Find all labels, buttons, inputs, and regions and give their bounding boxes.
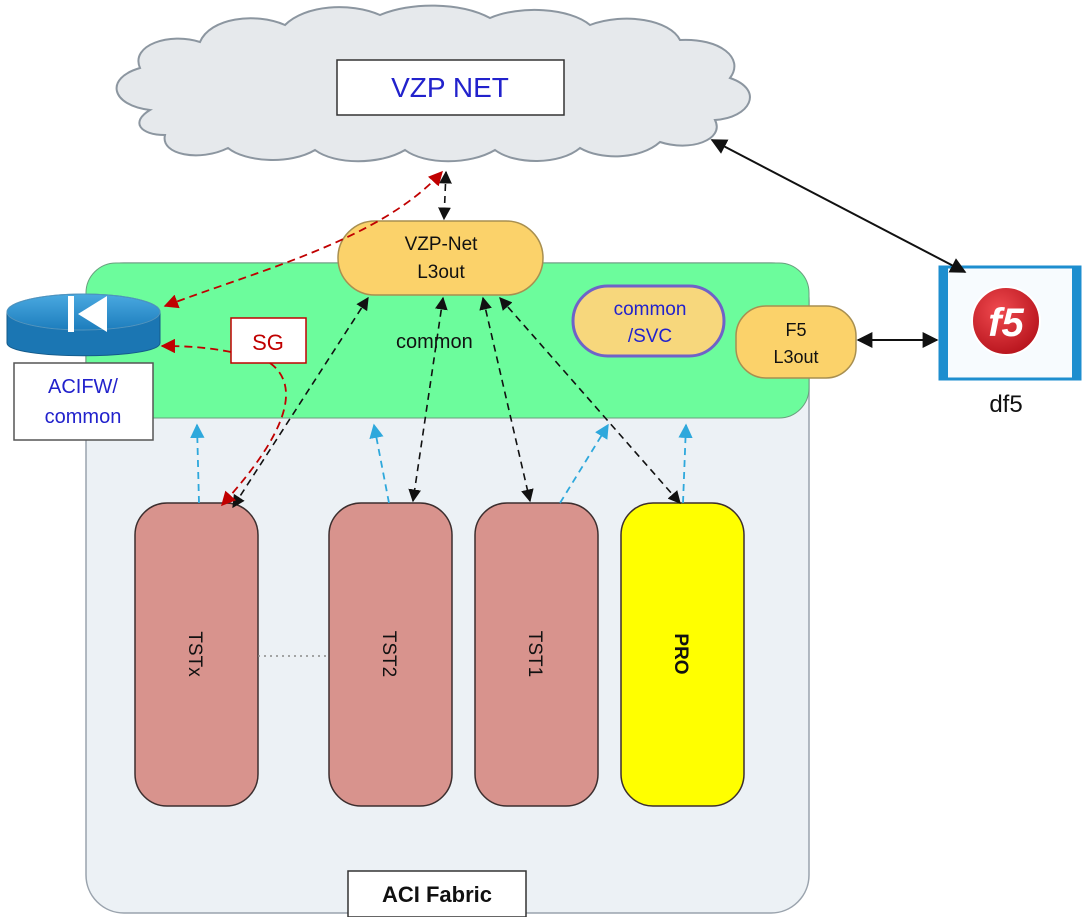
tenant-tst1-label: TST1 <box>524 631 545 677</box>
firewall-label-line2: common <box>45 406 122 428</box>
vzp-net-label: VZP NET <box>391 72 509 103</box>
black-arrows <box>232 170 681 509</box>
firewall-label-line1: ACIFW/ <box>48 376 118 398</box>
sg-node: SG <box>230 317 307 364</box>
f5-logo-text: f5 <box>988 301 1024 345</box>
tenant-tst2: TST2 <box>328 502 453 807</box>
red-arrow-sg-tstx <box>221 362 287 507</box>
tenant-tst1: TST1 <box>474 502 599 807</box>
tenant-tstx-label: TSTx <box>184 631 205 677</box>
tenant-pro-label: PRO <box>670 633 691 674</box>
blue-arrow-tstx <box>190 423 205 504</box>
vzp-net-label-box <box>336 59 565 116</box>
blue-arrow-pro <box>678 423 693 504</box>
f5-l3out-line2: L3out <box>773 347 818 367</box>
f5-logo-icon <box>971 286 1041 356</box>
f5-l3out-node: F5 L3out <box>735 305 857 379</box>
common-tenant-label: common <box>396 331 473 353</box>
f5-device: f5 df5 <box>938 265 1082 418</box>
svc-label-line1: common <box>614 299 687 320</box>
arrow-cloud-l3out <box>438 170 452 221</box>
common-svc-node: common /SVC <box>571 284 726 358</box>
sg-label: SG <box>252 330 284 355</box>
f5-device-label: df5 <box>989 391 1022 418</box>
svc-label-line2: /SVC <box>628 326 672 347</box>
red-arrows <box>160 170 443 507</box>
aci-fabric-label: ACI Fabric <box>382 882 492 907</box>
arrow-cloud-f5 <box>710 139 967 273</box>
firewall-label-box <box>13 362 154 441</box>
vzp-l3out-line1: VZP-Net <box>405 234 479 255</box>
arrow-l3out-pro <box>499 297 681 504</box>
vzp-net-l3out-node: VZP-Net L3out <box>337 220 544 296</box>
solid-arrows <box>710 139 967 348</box>
arrow-l3out-tstx <box>232 296 369 509</box>
f5-l3out-line1: F5 <box>785 320 806 340</box>
vzp-net-cloud: VZP NET <box>115 4 751 163</box>
red-arrow-fw-cloud <box>163 170 443 309</box>
blue-arrow-tst2 <box>369 423 390 504</box>
tenant-pro: PRO <box>620 502 745 807</box>
aci-fabric-label-box <box>347 870 527 917</box>
red-arrow-sg-fw <box>160 338 232 354</box>
acifw-firewall: ACIFW/ common <box>6 293 161 441</box>
arrow-l3out-tst2 <box>408 296 448 503</box>
vzp-l3out-line2: L3out <box>417 262 465 283</box>
tenant-tst2-label: TST2 <box>378 631 399 677</box>
firewall-icon <box>68 296 107 332</box>
tenant-tstx: TSTx <box>134 502 259 807</box>
